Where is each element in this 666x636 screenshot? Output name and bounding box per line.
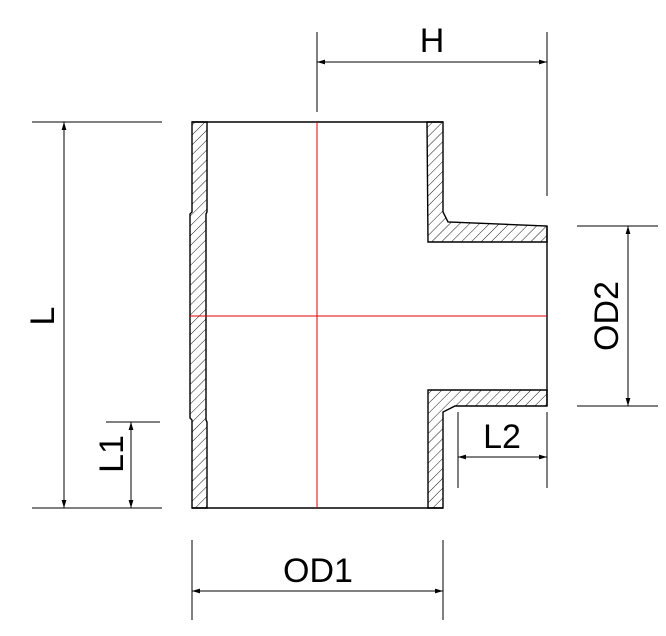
dimension-l1: L1 — [93, 421, 160, 508]
dimension-l2: L2 — [457, 412, 548, 488]
dimension-h: H — [316, 22, 548, 196]
label-od1: OD1 — [283, 552, 353, 590]
right-upper-wall-section — [426, 121, 548, 243]
left-wall-section — [189, 121, 208, 509]
dimension-od2: OD2 — [577, 225, 658, 407]
dimension-od1: OD1 — [191, 540, 444, 620]
dimension-l: L — [24, 121, 162, 509]
label-l: L — [24, 307, 62, 326]
label-l2: L2 — [483, 418, 521, 456]
label-l1: L1 — [93, 435, 131, 473]
centerlines — [190, 122, 547, 508]
label-h: H — [420, 22, 445, 60]
tee-body — [189, 121, 548, 509]
label-od2: OD2 — [588, 281, 626, 351]
